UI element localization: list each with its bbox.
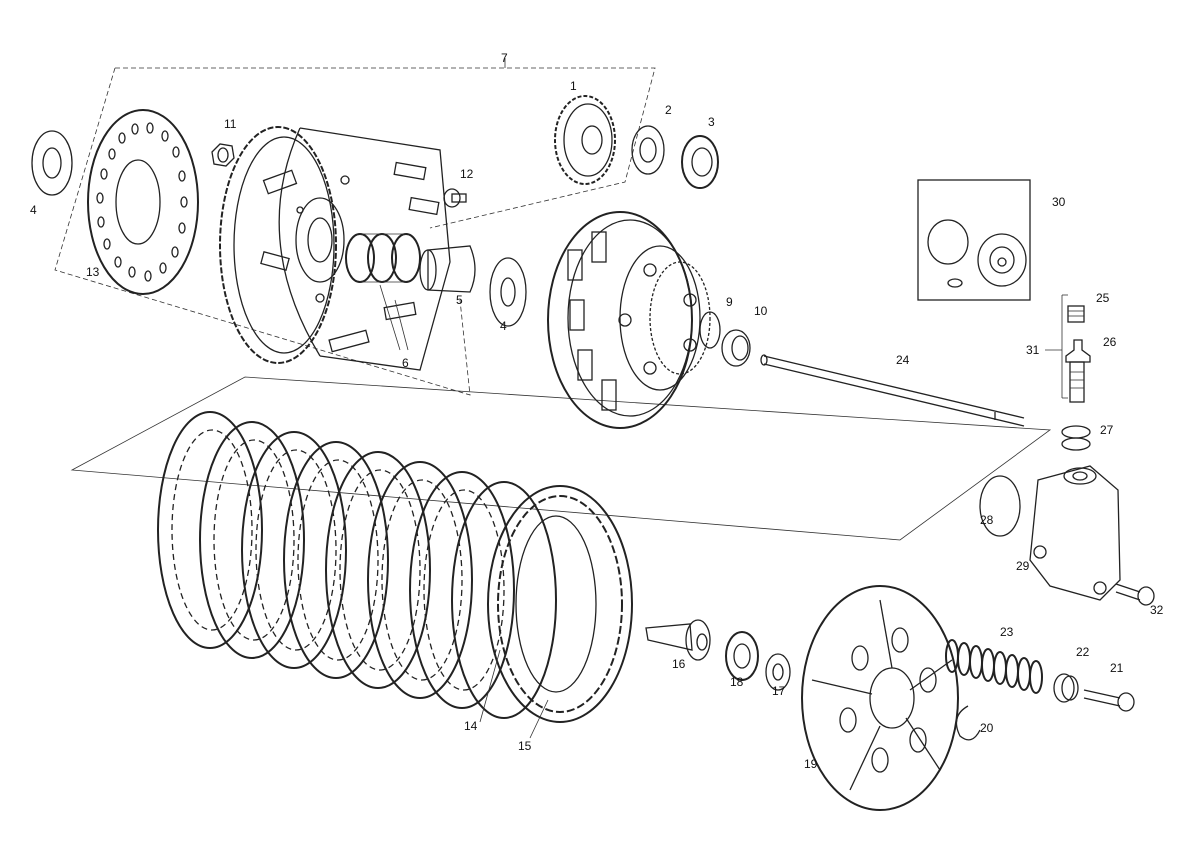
part-20-circlip bbox=[955, 705, 981, 741]
label-part-26: 26 bbox=[1103, 335, 1117, 349]
part-22-spring-cup bbox=[1053, 673, 1079, 703]
label-part-32: 32 bbox=[1150, 603, 1164, 617]
clutch-pack-outline bbox=[70, 376, 1052, 541]
clutch-basket bbox=[219, 126, 451, 371]
label-part-5: 5 bbox=[456, 293, 463, 307]
part-3-bushing bbox=[681, 135, 719, 189]
label-part-30: 30 bbox=[1052, 195, 1066, 209]
label-part-1: 1 bbox=[570, 79, 577, 93]
label-part-19: 19 bbox=[804, 757, 818, 771]
label-part-18: 18 bbox=[730, 675, 744, 689]
part-25-26-31-bleeder bbox=[1045, 294, 1091, 403]
part-5-bushing bbox=[419, 245, 476, 293]
label-part-27: 27 bbox=[1100, 423, 1114, 437]
group-7-outline bbox=[54, 58, 656, 396]
label-part-6: 6 bbox=[402, 356, 409, 370]
label-part-22: 22 bbox=[1076, 645, 1090, 659]
label-part-20: 20 bbox=[980, 721, 994, 735]
label-part-17: 17 bbox=[772, 684, 786, 698]
label-part-29: 29 bbox=[1016, 559, 1030, 573]
label-part-24: 24 bbox=[896, 353, 910, 367]
part-27-o-ring bbox=[1061, 425, 1091, 451]
part-6-needle-bearings bbox=[345, 233, 421, 351]
part-4-thrust-washer-right bbox=[489, 257, 527, 327]
label-part-15: 15 bbox=[518, 739, 532, 753]
label-part-3: 3 bbox=[708, 115, 715, 129]
part-1-gear bbox=[554, 95, 616, 185]
label-part-7: 7 bbox=[501, 51, 508, 65]
part-23-spring bbox=[945, 639, 1043, 694]
part-18-thrust-bearing bbox=[725, 631, 759, 681]
part-labels: 7 1 2 3 11 12 4 13 5 4 6 9 10 30 25 26 3… bbox=[30, 51, 1164, 771]
label-part-31: 31 bbox=[1026, 343, 1040, 357]
part-21-bolt bbox=[1083, 689, 1135, 712]
part-32-bolt bbox=[1115, 583, 1155, 606]
part-16-bearing-sleeve bbox=[645, 619, 711, 661]
part-24-push-rod bbox=[760, 354, 1025, 427]
part-4-thrust-washer-left bbox=[31, 130, 73, 196]
label-part-4-right: 4 bbox=[500, 319, 507, 333]
part-17-washer bbox=[765, 653, 791, 691]
label-part-21: 21 bbox=[1110, 661, 1124, 675]
label-part-14: 14 bbox=[464, 719, 478, 733]
part-30-seal-kit-box bbox=[917, 179, 1031, 301]
label-part-9: 9 bbox=[726, 295, 733, 309]
label-part-16: 16 bbox=[672, 657, 686, 671]
label-part-4-left: 4 bbox=[30, 203, 37, 217]
label-part-13: 13 bbox=[86, 265, 100, 279]
part-28-seal-ring bbox=[979, 475, 1021, 537]
label-part-28: 28 bbox=[980, 513, 994, 527]
part-11-nut bbox=[211, 143, 235, 167]
part-12-rivet bbox=[443, 188, 467, 208]
part-13-perforated-plate bbox=[87, 109, 199, 295]
label-part-25: 25 bbox=[1096, 291, 1110, 305]
label-part-10: 10 bbox=[754, 304, 768, 318]
label-part-12: 12 bbox=[460, 167, 474, 181]
part-2-washer bbox=[631, 125, 665, 175]
part-19-pressure-plate bbox=[801, 585, 959, 811]
label-part-11: 11 bbox=[224, 117, 237, 131]
label-part-23: 23 bbox=[1000, 625, 1014, 639]
clutch-plate-stack bbox=[157, 411, 633, 739]
part-29-slave-cylinder bbox=[1029, 465, 1121, 601]
label-part-2: 2 bbox=[665, 103, 672, 117]
part-9-10-nut-washer bbox=[721, 329, 751, 367]
clutch-inner-hub bbox=[547, 211, 721, 429]
